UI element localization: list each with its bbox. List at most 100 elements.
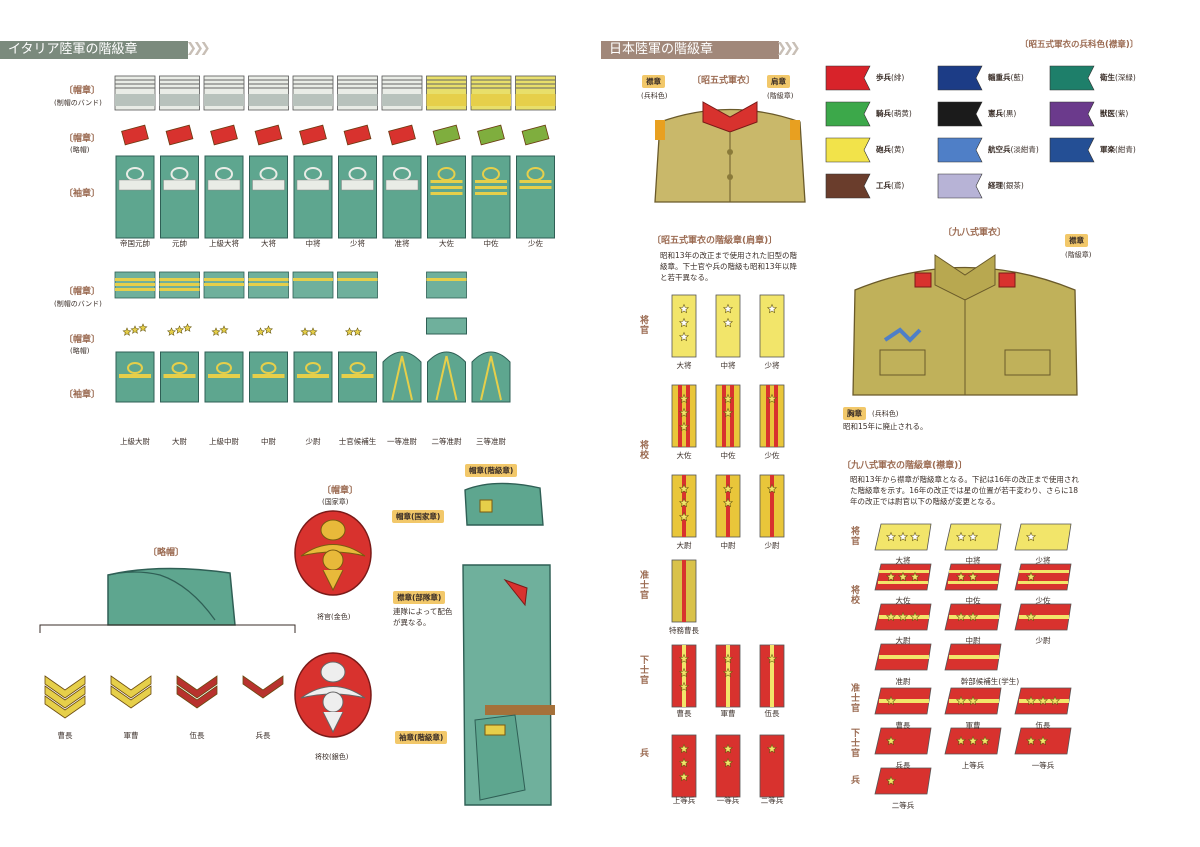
branch-label-0: 歩兵(緋) [876, 73, 905, 82]
rank-star-icon [955, 735, 967, 746]
italian-insignia-bottom [114, 271, 511, 403]
rank-star-icon [1025, 571, 1037, 582]
rank-star-icon [211, 327, 221, 336]
chevron-insignia [44, 675, 284, 719]
rank-star-icon [722, 667, 734, 678]
collar-group-nco: 下士官 [849, 728, 859, 758]
left-title-text: イタリア陸軍の階級章 [8, 42, 138, 57]
branch-label-9: 獣医(紫) [1100, 109, 1129, 118]
shoulder-board-12 [759, 644, 785, 708]
collar-rank-label-12: 軍曹 [965, 721, 981, 730]
label-garrison-top-sub: (略帽) [70, 146, 90, 154]
branch-label-6: 航空兵(淡紺青) [988, 145, 1039, 154]
italian-rank-top-8 [470, 75, 512, 239]
rank-star-icon [344, 327, 355, 336]
rank-star-icon [722, 407, 734, 418]
collar-rank-label-7: 中尉 [965, 636, 981, 645]
collar-group-field: 将校 [849, 585, 859, 605]
rank-star-icon [885, 775, 897, 786]
rank-star-icon [678, 497, 690, 508]
italian-rank-bottom-label-2: 上級中尉 [209, 437, 239, 446]
italian-rank-bottom-2 [203, 271, 245, 403]
rank-star-icon [1025, 735, 1037, 746]
left-title-arrows: ❯❯❯ [186, 41, 211, 56]
rank-star-icon [955, 531, 967, 542]
collar-rank-label-15: 上等兵 [961, 761, 985, 770]
garrison-cap-title: 〔略帽〕 [148, 548, 185, 558]
rank-star-icon [678, 681, 690, 692]
italian-rank-bottom-label-6: 一等准尉 [387, 437, 417, 446]
chevron-1 [110, 675, 152, 709]
rank-star-icon [722, 743, 734, 754]
branch-color-swatch-9 [1049, 101, 1095, 127]
italian-rank-top-4 [292, 75, 334, 239]
shoulder-board-4 [715, 384, 741, 448]
right-title-text: 日本陸軍の階級章 [609, 42, 714, 57]
rank-star-icon [130, 325, 140, 334]
label-garrison-bottom: 〔帽章〕 [64, 335, 101, 345]
italian-rank-bottom-4 [292, 271, 334, 403]
collar-tab-14 [874, 727, 932, 755]
rank-star-icon [955, 611, 967, 622]
type5-collar-sub: (兵科色) [641, 92, 668, 100]
collar-rank-label-2: 少将 [1035, 556, 1051, 565]
branch-label-4: 輜重兵(藍) [988, 73, 1024, 82]
label-cap-band-bottom: 〔帽章〕 [64, 287, 101, 297]
rank-star-icon [678, 757, 690, 768]
shoulder-group-enlisted: 兵 [638, 748, 648, 758]
italian-rank-top-label-9: 少佐 [528, 239, 543, 248]
rank-star-icon [766, 743, 778, 754]
tag-type5-collar: 襟章 [642, 75, 665, 88]
collar-tab-5 [1014, 563, 1072, 591]
rank-star-icon [967, 611, 979, 622]
collar-rank-label-17: 二等兵 [891, 801, 915, 810]
italian-rank-top-label-8: 中佐 [483, 239, 499, 248]
rank-star-icon [219, 325, 229, 334]
rank-star-icon [766, 303, 778, 314]
shoulder-board-13 [671, 734, 697, 798]
tag-cap-rank: 帽章(階級章) [465, 464, 518, 477]
rank-star-icon [122, 327, 132, 336]
shoulder-rank-label-6: 大尉 [676, 541, 692, 550]
rank-star-icon [1049, 695, 1061, 706]
italian-rank-bottom-label-4: 少尉 [305, 437, 321, 446]
type5-title: 〔昭五式軍衣〕 [692, 76, 756, 86]
italian-rank-bottom-1 [159, 271, 200, 403]
collar-rank-label-3: 大佐 [895, 596, 911, 605]
shoulder-board-11 [715, 644, 741, 708]
shoulder-board-5 [759, 384, 785, 448]
rank-star-icon [1037, 735, 1049, 746]
shoulder-rank-label-12: 伍長 [764, 709, 780, 718]
rank-star-icon [1025, 695, 1037, 706]
rank-star-icon [678, 421, 690, 432]
rank-star-icon [885, 611, 897, 622]
collar-tab-9 [874, 643, 932, 671]
label-sleeve-top: 〔袖章〕 [64, 189, 101, 199]
collar-tab-6 [874, 603, 932, 631]
rank-star-icon [352, 327, 363, 336]
tag-type5-shoulder: 肩章 [767, 75, 790, 88]
italian-rank-top-label-1: 元帥 [172, 239, 187, 248]
branch-label-8: 衛生(深緑) [1100, 73, 1136, 82]
italian-rank-bottom-label-3: 中尉 [261, 437, 276, 446]
branch-color-swatch-3 [825, 173, 871, 199]
tag-cap-nation: 帽章(国家章) [392, 510, 445, 523]
shoulder-rank-label-8: 少尉 [764, 541, 780, 550]
rank-star-icon [255, 327, 266, 336]
collar-tab-2 [1014, 523, 1072, 551]
shoulder-board-15 [759, 734, 785, 798]
type5-shoulder-sub: (階級章) [767, 92, 794, 100]
collar-tab-1 [944, 523, 1002, 551]
collar-tab-3 [874, 563, 932, 591]
shoulder-board-0 [671, 294, 697, 358]
label-sleeve-bottom: 〔袖章〕 [64, 390, 101, 400]
shoulder-board-6 [671, 474, 697, 538]
left-page-title: イタリア陸軍の階級章 [0, 41, 188, 59]
shoulder-rank-label-11: 軍曹 [720, 709, 736, 718]
rank-star-icon [967, 695, 979, 706]
italian-rank-top-label-2: 上級大将 [209, 239, 239, 248]
branch-colors-title: 〔昭五式軍衣の兵科色(襟章)〕 [1020, 40, 1139, 50]
italian-rank-top-label-0: 帝国元帥 [120, 239, 150, 248]
rank-star-icon [955, 695, 967, 706]
rank-star-icon [263, 325, 274, 334]
